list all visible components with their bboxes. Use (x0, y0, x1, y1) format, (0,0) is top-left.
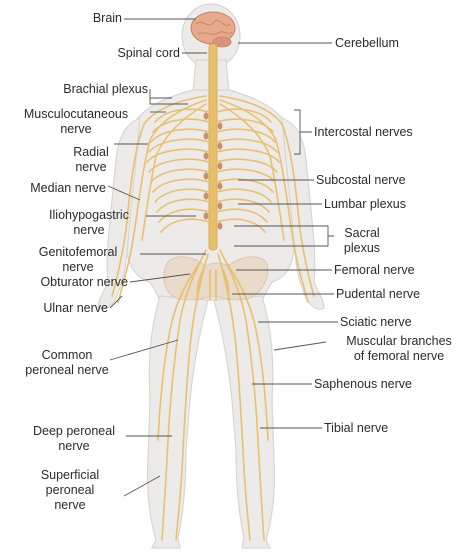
label-common-peroneal-line1: Common (41, 348, 93, 362)
nerve-network (111, 95, 315, 541)
label-pudental-nerve: Pudental nerve (336, 287, 421, 301)
label-subcostal-nerve: Subcostal nerve (316, 173, 406, 187)
label-spinal-cord: Spinal cord (117, 46, 180, 60)
intercostal-nerve (216, 188, 272, 203)
ganglion (217, 122, 223, 130)
ganglion (203, 172, 209, 180)
label-intercostal-nerves: Intercostal nerves (314, 125, 413, 139)
label-obturator-nerve: Obturator nerve (40, 275, 128, 289)
intercostal-nerve (216, 168, 276, 183)
label-iliohypogastric-line1: Iliohypogastric (49, 208, 129, 222)
label-deep-peroneal-line1: Deep peroneal (32, 424, 115, 438)
ganglion (203, 152, 209, 160)
intercostal-nerve (148, 138, 210, 153)
label-muscular-branches-line1: Muscular branches (346, 334, 452, 348)
label-sacral-line2: plexus (343, 241, 381, 255)
label-ulnar-nerve: Ulnar nerve (43, 301, 108, 315)
intercostal-nerve (154, 108, 210, 123)
ganglion (217, 182, 223, 190)
ganglion (203, 132, 209, 140)
label-brachial-plexus: Brachial plexus (63, 82, 148, 96)
label-common-peroneal-line2: peroneal nerve (25, 363, 109, 377)
label-muscular-branches-line2: of femoral nerve (353, 349, 445, 363)
label-brain: Brain (92, 11, 122, 25)
brain-shape (190, 11, 236, 48)
label-genitofemoral-line2: nerve (62, 260, 94, 274)
intercostal-nerve (152, 178, 210, 193)
ganglia-group (203, 112, 223, 230)
intercostal-nerve (216, 148, 280, 163)
label-musculocutaneous-nerve: Musculocutaneous nerve (4, 107, 148, 137)
label-genitofemoral-nerve: Genitofemoral nerve (18, 245, 138, 275)
intercostal-nerve (146, 148, 210, 163)
label-radial-nerve: Radial nerve (66, 145, 116, 175)
label-iliohypogastric-nerve: Iliohypogastric nerve (36, 208, 142, 238)
label-superficial-peroneal-nerve: Superficial peroneal nerve (20, 468, 120, 513)
label-median-nerve: Median nerve (30, 181, 106, 195)
label-radial-line2: nerve (75, 160, 107, 174)
intercostal-nerve (216, 208, 268, 223)
intercostal-nerve (148, 158, 210, 173)
intercostal-nerve (156, 198, 210, 213)
label-superficial-peroneal-line2: peroneal (45, 483, 95, 497)
label-lumbar-plexus: Lumbar plexus (324, 197, 406, 211)
label-genitofemoral-line1: Genitofemoral (38, 245, 118, 259)
label-sciatic-nerve: Sciatic nerve (340, 315, 412, 329)
intercostal-nerve (158, 208, 210, 223)
intercostal-nerve (152, 118, 210, 133)
label-femoral-nerve: Femoral nerve (334, 263, 415, 277)
label-musculocutaneous-line2: nerve (60, 122, 92, 136)
spinal-cord-shape (208, 43, 218, 251)
ganglion (203, 192, 209, 200)
label-superficial-peroneal-line3: nerve (54, 498, 86, 512)
intercostal-nerve (216, 118, 274, 133)
label-sacral-line1: Sacral (344, 226, 380, 240)
intercostal-nerve (216, 128, 276, 143)
intercostal-nerve (154, 188, 210, 203)
intercostal-nerve (150, 128, 210, 143)
ganglion (203, 112, 209, 120)
intercostal-nerve (216, 198, 270, 213)
ganglion (217, 222, 223, 230)
label-tibial-nerve: Tibial nerve (324, 421, 389, 435)
label-musculocutaneous-line1: Musculocutaneous (23, 107, 129, 121)
ganglion (217, 142, 223, 150)
label-superficial-peroneal-line1: Superficial (40, 468, 100, 482)
label-sacral-plexus: Sacral plexus (336, 226, 388, 256)
ganglion (203, 212, 209, 220)
intercostal-nerve (216, 138, 278, 153)
pointer-lines (107, 18, 338, 497)
label-saphenous-nerve: Saphenous nerve (314, 377, 412, 391)
label-radial-line1: Radial (73, 145, 109, 159)
label-cerebellum: Cerebellum (335, 36, 399, 50)
label-muscular-branches-femoral-nerve: Muscular branches of femoral nerve (328, 334, 470, 364)
label-deep-peroneal-line2: nerve (58, 439, 90, 453)
label-deep-peroneal-nerve: Deep peroneal nerve (22, 424, 126, 454)
label-iliohypogastric-line2: nerve (73, 223, 105, 237)
intercostal-nerve (216, 218, 266, 233)
ganglion (217, 202, 223, 210)
intercostal-nerve (216, 108, 272, 123)
intercostal-nerve (150, 168, 210, 183)
label-common-peroneal-nerve: Common peroneal nerve (14, 348, 120, 378)
intercostal-nerve (216, 158, 278, 173)
intercostal-nerve (160, 218, 210, 233)
ganglion (217, 162, 223, 170)
